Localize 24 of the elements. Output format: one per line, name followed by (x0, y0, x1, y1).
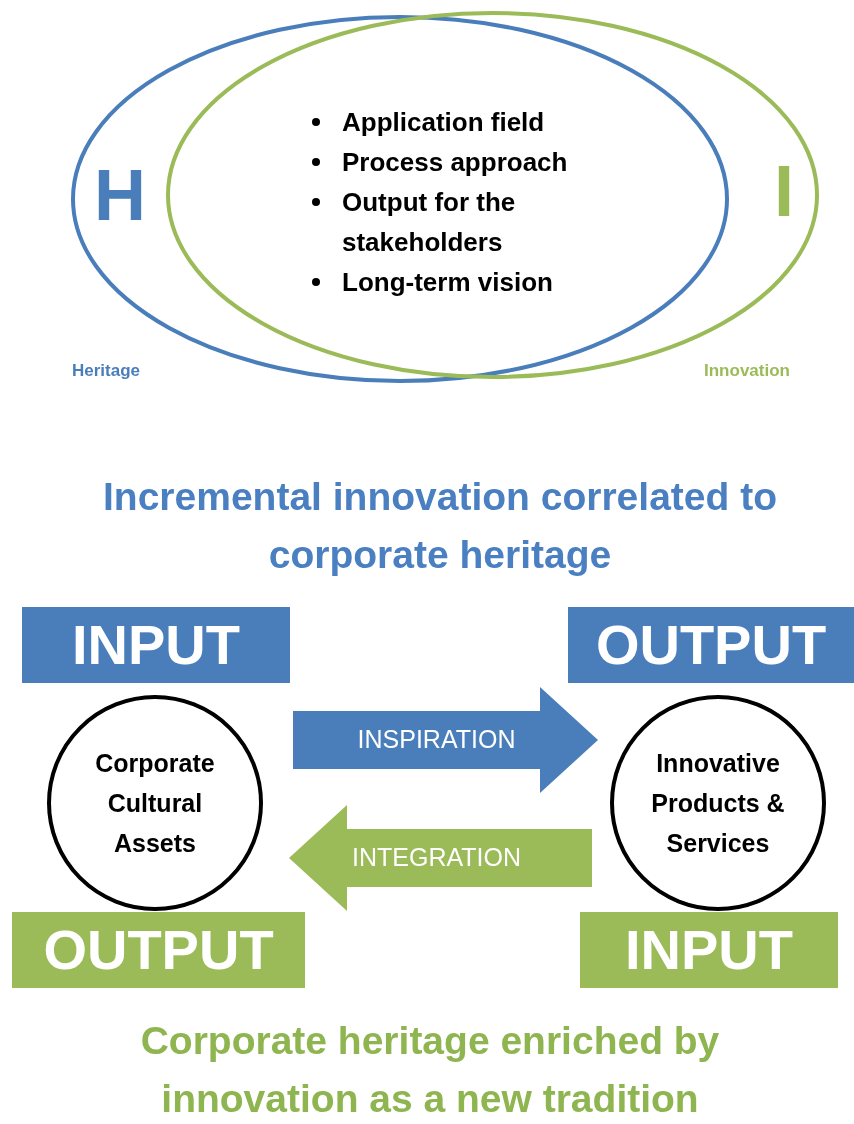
label-box (22, 607, 290, 683)
ellipse-caption: Innovation (704, 360, 790, 382)
bullet-text: Application field (342, 106, 545, 139)
label-box (12, 912, 305, 988)
heading: Incremental innovation correlated to corporate heritage (102, 474, 778, 578)
node-label: Innovative Products & Services (650, 748, 786, 859)
box-label: OUTPUT (43, 922, 274, 978)
box-label: OUTPUT (595, 617, 827, 673)
label-box (580, 912, 838, 988)
ellipse-letter: I (774, 155, 794, 227)
caption: Corporate heritage enriched by innovation as a new tradition (139, 1018, 721, 1122)
ellipse-letter: H (94, 159, 146, 231)
box-label: INPUT (625, 922, 793, 978)
label-box (568, 607, 854, 683)
bullet-text: Long-term vision (342, 266, 553, 299)
bullet-text: Output for the stakeholders (342, 186, 517, 259)
ellipse-outline (165, 10, 820, 380)
node-label: Corporate Cultural Assets (94, 748, 216, 859)
ellipse-caption: Heritage (72, 360, 141, 382)
box-label: INPUT (72, 617, 240, 673)
bullet-text: Process approach (342, 146, 568, 179)
edge-label: INTEGRATION (351, 845, 522, 870)
edge-label: INSPIRATION (356, 727, 517, 752)
block-arrow (293, 687, 598, 793)
